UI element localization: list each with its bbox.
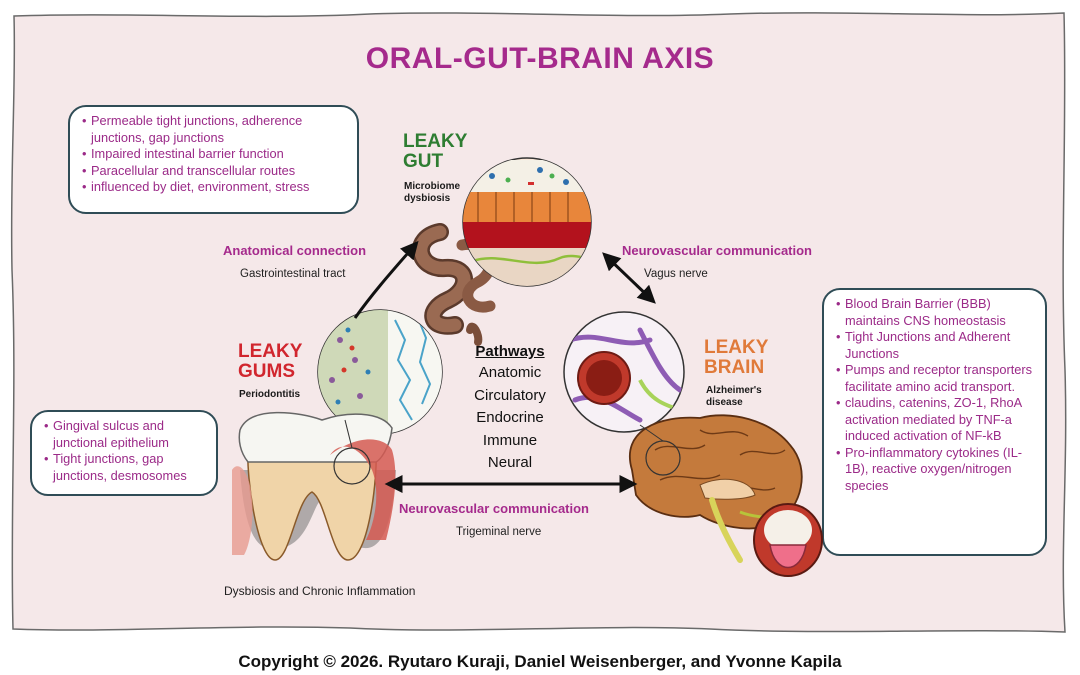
gut-sublabel-line1: Microbiome (404, 181, 461, 192)
pathway-item: Anatomic (478, 364, 542, 381)
arrow-gums-gut (353, 240, 419, 319)
gums-gut-route-label: Gastrointestinal tract (240, 268, 346, 280)
gums-bullet: Tight junctions, gap junctions, desmosom… (44, 451, 206, 484)
gut-sublabel: Microbiome dysbiosis (404, 181, 460, 205)
gums-caption: Dysbiosis and Chronic Inflammation (224, 584, 416, 598)
pathways-list: Pathways Anatomic Circulatory Endocrine … (455, 342, 565, 475)
gut-bullet: Impaired intestinal barrier function (82, 146, 347, 163)
copyright-footer: Copyright © 2026. Ryutaro Kuraji, Daniel… (238, 652, 842, 671)
leaky-brain-label-line1: LEAKY (704, 337, 769, 358)
gut-brain-connection-label: Neurovascular communication (622, 243, 812, 258)
brain-bullet: Pro-inflammatory cytokines (IL-1B), reac… (836, 445, 1035, 495)
gums-sublabel: Periodontitis (239, 389, 301, 400)
gums-bullet: Gingival sulcus and junctional epitheliu… (44, 418, 206, 451)
leaky-gut-label-line2: GUT (403, 150, 444, 172)
leaky-brain-label-line2: BRAIN (704, 356, 765, 378)
leaky-gums-label-line1: LEAKY (238, 341, 303, 362)
gums-info-box: Gingival sulcus and junctional epitheliu… (30, 410, 218, 496)
pathway-item: Endocrine (476, 409, 544, 426)
leaky-gums-label: LEAKY GUMS (238, 342, 302, 382)
brain-bullet: Blood Brain Barrier (BBB) maintains CNS … (836, 296, 1035, 329)
brain-bullet: Tight Junctions and Adherent Junctions (836, 329, 1035, 362)
brain-bullet: Pumps and receptor transporters facilita… (836, 362, 1035, 395)
brain-sublabel-line1: Alzheimer's (706, 385, 762, 396)
gut-sublabel-line2: dysbiosis (404, 193, 451, 204)
gut-info-box: Permeable tight junctions, adherence jun… (68, 105, 359, 214)
mouth-illustration (753, 503, 823, 577)
brain-info-box: Blood Brain Barrier (BBB) maintains CNS … (822, 288, 1047, 556)
brain-bbb-illustration (563, 311, 685, 433)
arrow-gut-brain (602, 252, 656, 304)
gut-brain-route-label: Vagus nerve (644, 268, 708, 280)
tooth-illustration (232, 411, 396, 561)
brain-sublabel-line2: disease (706, 397, 743, 408)
leaky-brain-label: LEAKY BRAIN (704, 338, 768, 378)
pathway-item: Circulatory (474, 386, 546, 404)
gut-bullet: influenced by diet, environment, stress (82, 179, 347, 196)
gut-epithelium-illustration (462, 157, 592, 287)
leaky-gums-label-line2: GUMS (238, 360, 295, 382)
gums-brain-route-label: Trigeminal nerve (456, 526, 542, 538)
leaky-gut-label: LEAKY GUT (403, 132, 467, 172)
gums-tissue-illustration (317, 309, 443, 435)
gums-gut-connection-label: Anatomical connection (223, 243, 367, 258)
pathways-heading: Pathways (475, 343, 545, 360)
leaky-gut-label-line1: LEAKY (403, 131, 468, 152)
brain-bullet: claudins, catenins, ZO-1, RhoA activatio… (836, 395, 1035, 445)
gut-bullet: Permeable tight junctions, adherence jun… (82, 113, 347, 146)
pathway-item: Immune (482, 431, 538, 449)
brain-sublabel: Alzheimer's disease (706, 385, 762, 409)
pathway-item: Neural (487, 454, 533, 471)
gut-bullet: Paracellular and transcellular routes (82, 163, 347, 180)
diagram-title: ORAL-GUT-BRAIN AXIS (365, 42, 715, 75)
gums-brain-connection-label: Neurovascular communication (399, 501, 589, 516)
